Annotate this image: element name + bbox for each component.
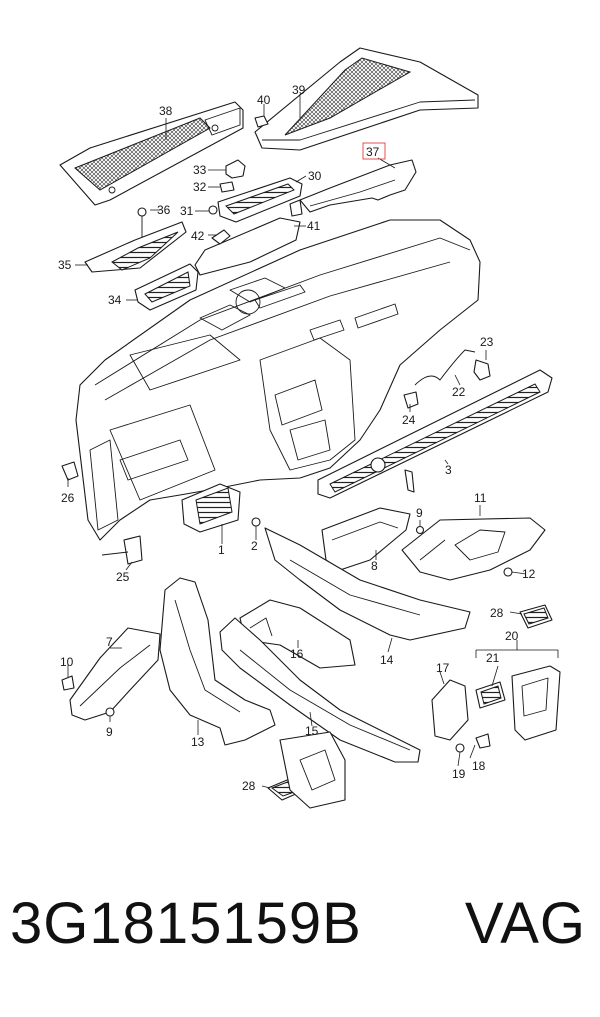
water-box-cover-right — [254, 47, 479, 151]
callout-31: 31 — [180, 204, 194, 218]
callout-33: 33 — [193, 163, 207, 177]
callout-25: 25 — [116, 570, 130, 584]
callout-22: 22 — [452, 385, 466, 399]
clip-10 — [61, 675, 75, 691]
vent-unit-1 — [181, 483, 241, 533]
callout-28-lower: 28 — [242, 779, 256, 793]
callout-8: 8 — [371, 559, 378, 573]
screw-36 — [137, 207, 147, 238]
leader-lines — [67, 94, 527, 789]
tray-11 — [401, 517, 546, 581]
water-box-cover-left — [59, 101, 244, 206]
clip-32 — [219, 181, 235, 193]
duct-7 — [69, 627, 161, 721]
callout-15: 15 — [305, 724, 319, 738]
screw-12 — [503, 567, 513, 577]
screw-9-upper — [415, 525, 425, 535]
callout-16: 16 — [290, 647, 304, 661]
callout-11: 11 — [474, 491, 487, 505]
hose-22 — [414, 349, 476, 386]
duct-14 — [264, 527, 471, 641]
instrument-cover-41 — [194, 217, 301, 276]
vent-trim-20 — [511, 665, 561, 741]
callout-28-upper: 28 — [490, 606, 504, 620]
callout-39: 39 — [292, 83, 306, 97]
callout-10: 10 — [60, 655, 74, 669]
callout-1: 1 — [218, 543, 225, 557]
leader-bracket-20 — [475, 640, 559, 658]
clip-18 — [475, 733, 491, 749]
callout-2: 2 — [251, 539, 258, 553]
housing-17 — [431, 679, 469, 741]
callout-labels: 37 38 40 39 33 32 30 31 36 42 41 35 34 2… — [58, 83, 536, 793]
callout-20: 20 — [505, 629, 519, 643]
plug-24 — [403, 391, 419, 409]
callout-40: 40 — [257, 93, 271, 107]
callout-23: 23 — [480, 335, 494, 349]
callout-24: 24 — [402, 413, 416, 427]
vent-21 — [475, 681, 506, 709]
callout-41: 41 — [307, 219, 321, 233]
grille-28-upper — [519, 604, 553, 629]
callout-18: 18 — [472, 759, 486, 773]
upper-vent-30 — [217, 177, 303, 223]
dashboard-body — [75, 219, 481, 541]
callout-12: 12 — [522, 567, 536, 581]
callout-35: 35 — [58, 258, 72, 272]
callout-21: 21 — [486, 651, 500, 665]
callout-38: 38 — [159, 104, 173, 118]
callout-9-upper: 9 — [416, 506, 423, 520]
sensor-33 — [225, 159, 246, 179]
callout-37-highlight-box — [362, 142, 386, 160]
vent-housing-35 — [84, 221, 187, 273]
clip-26 — [61, 461, 79, 481]
callout-19: 19 — [452, 767, 466, 781]
dash-top-trim-37 — [289, 159, 417, 217]
callout-3: 3 — [445, 463, 452, 477]
callout-42: 42 — [191, 229, 205, 243]
callout-34: 34 — [108, 293, 122, 307]
footer: 3G1815159B VAG — [0, 890, 600, 990]
callout-7: 7 — [106, 635, 113, 649]
callout-14: 14 — [380, 653, 394, 667]
callout-30: 30 — [308, 169, 322, 183]
vent-panel-3 — [317, 369, 553, 499]
callout-37: 37 — [366, 145, 380, 159]
callout-13: 13 — [191, 735, 205, 749]
clip-42 — [211, 229, 231, 245]
duct-8 — [321, 507, 411, 571]
screw-9-lower — [105, 707, 115, 717]
callout-26: 26 — [61, 491, 75, 505]
console-fragment — [279, 731, 346, 809]
brand-label: VAG — [464, 891, 586, 956]
screw-19 — [455, 743, 465, 753]
bracket-25 — [101, 535, 143, 565]
clip-40 — [254, 115, 269, 128]
screw-2 — [251, 517, 261, 527]
callout-17: 17 — [436, 661, 450, 675]
part-number: 3G1815159B — [10, 891, 362, 956]
duct-15 — [219, 617, 421, 763]
vent-housing-34 — [134, 263, 199, 311]
callout-9-lower: 9 — [106, 725, 113, 739]
callout-36: 36 — [157, 203, 171, 217]
connector-23 — [473, 359, 491, 381]
callout-32: 32 — [193, 180, 207, 194]
duct-13 — [159, 577, 276, 746]
fastener-31 — [208, 205, 218, 215]
